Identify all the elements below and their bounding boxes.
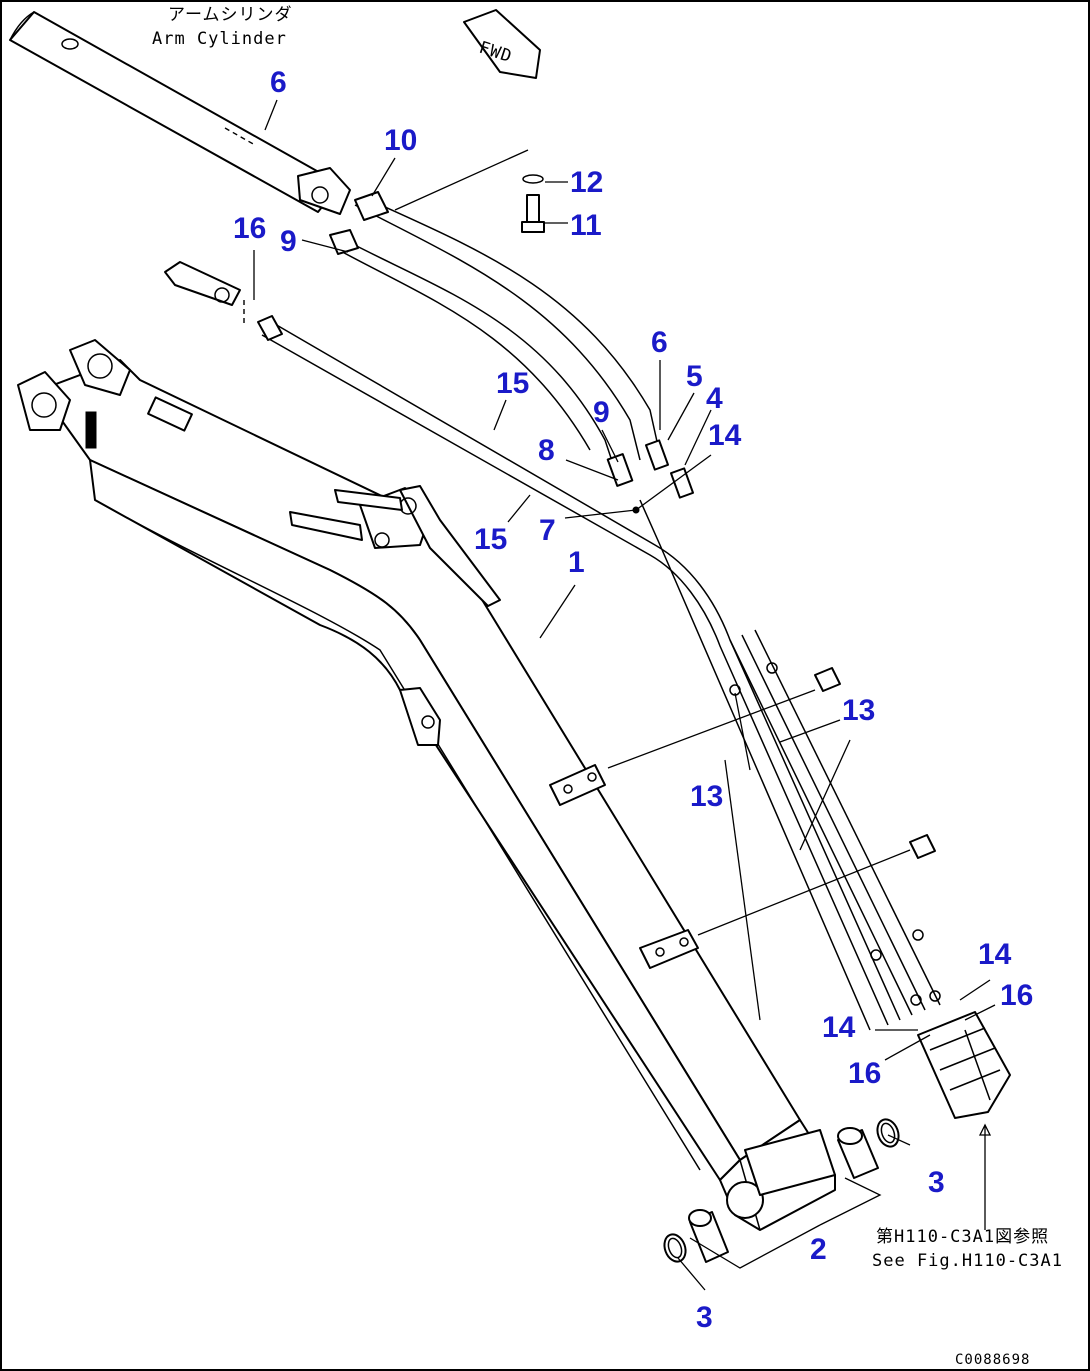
callout-label: 6 xyxy=(270,66,287,99)
callout-label: 14 xyxy=(822,1011,856,1044)
pipe-fittings-upper xyxy=(606,439,695,514)
bucket-cylinder-hoses xyxy=(329,191,661,471)
callout-label: 6 xyxy=(651,326,668,359)
arm-cylinder-jp-label: アームシリンダ xyxy=(168,5,292,25)
callout-label: 3 xyxy=(928,1166,945,1199)
callout-label: 16 xyxy=(1000,979,1033,1012)
pipe-clamps xyxy=(729,662,941,1006)
callout-label: 5 xyxy=(686,360,703,393)
reference-en-label: See Fig.H110-C3A1 xyxy=(872,1251,1063,1271)
arm-cylinder-en-label: Arm Cylinder xyxy=(152,29,287,49)
callout-label: 4 xyxy=(706,382,723,415)
callout-label: 14 xyxy=(978,938,1012,971)
callout-label: 8 xyxy=(538,434,555,467)
reference-jp-label: 第H110-C3A1図参照 xyxy=(876,1227,1049,1247)
callout-label: 7 xyxy=(539,514,556,547)
callout-label: 16 xyxy=(848,1057,881,1090)
callout-label: 2 xyxy=(810,1233,827,1266)
fwd-marker: FWD xyxy=(463,9,541,79)
callout-label: 11 xyxy=(570,209,602,242)
bolt-and-washer xyxy=(521,174,545,233)
lower-fittings xyxy=(917,1011,1011,1119)
arm-cylinder xyxy=(9,11,351,215)
callout-label: 3 xyxy=(696,1301,713,1334)
callout-label: 10 xyxy=(384,124,417,157)
callout-label: 1 xyxy=(568,546,585,579)
callout-label: 14 xyxy=(708,419,742,452)
callout-label: 12 xyxy=(570,166,603,199)
callout-label: 9 xyxy=(593,396,610,429)
callout-label: 16 xyxy=(233,212,266,245)
callout-label: 15 xyxy=(496,367,529,400)
callout-label: 13 xyxy=(690,780,723,813)
callout-label: 13 xyxy=(842,694,875,727)
drawing-code: C0088698 xyxy=(955,1352,1030,1368)
arm-body xyxy=(17,339,836,1231)
callout-label: 9 xyxy=(280,225,297,258)
callout-numbers: 6 10 12 11 16 9 6 5 4 14 15 9 8 15 7 1 1… xyxy=(233,66,1033,1334)
bushings-and-seals xyxy=(663,1118,900,1263)
arm-pipes xyxy=(257,315,941,1031)
callout-label: 15 xyxy=(474,523,507,556)
hose-clamp-left xyxy=(164,261,245,325)
leader-lines xyxy=(253,99,996,1291)
